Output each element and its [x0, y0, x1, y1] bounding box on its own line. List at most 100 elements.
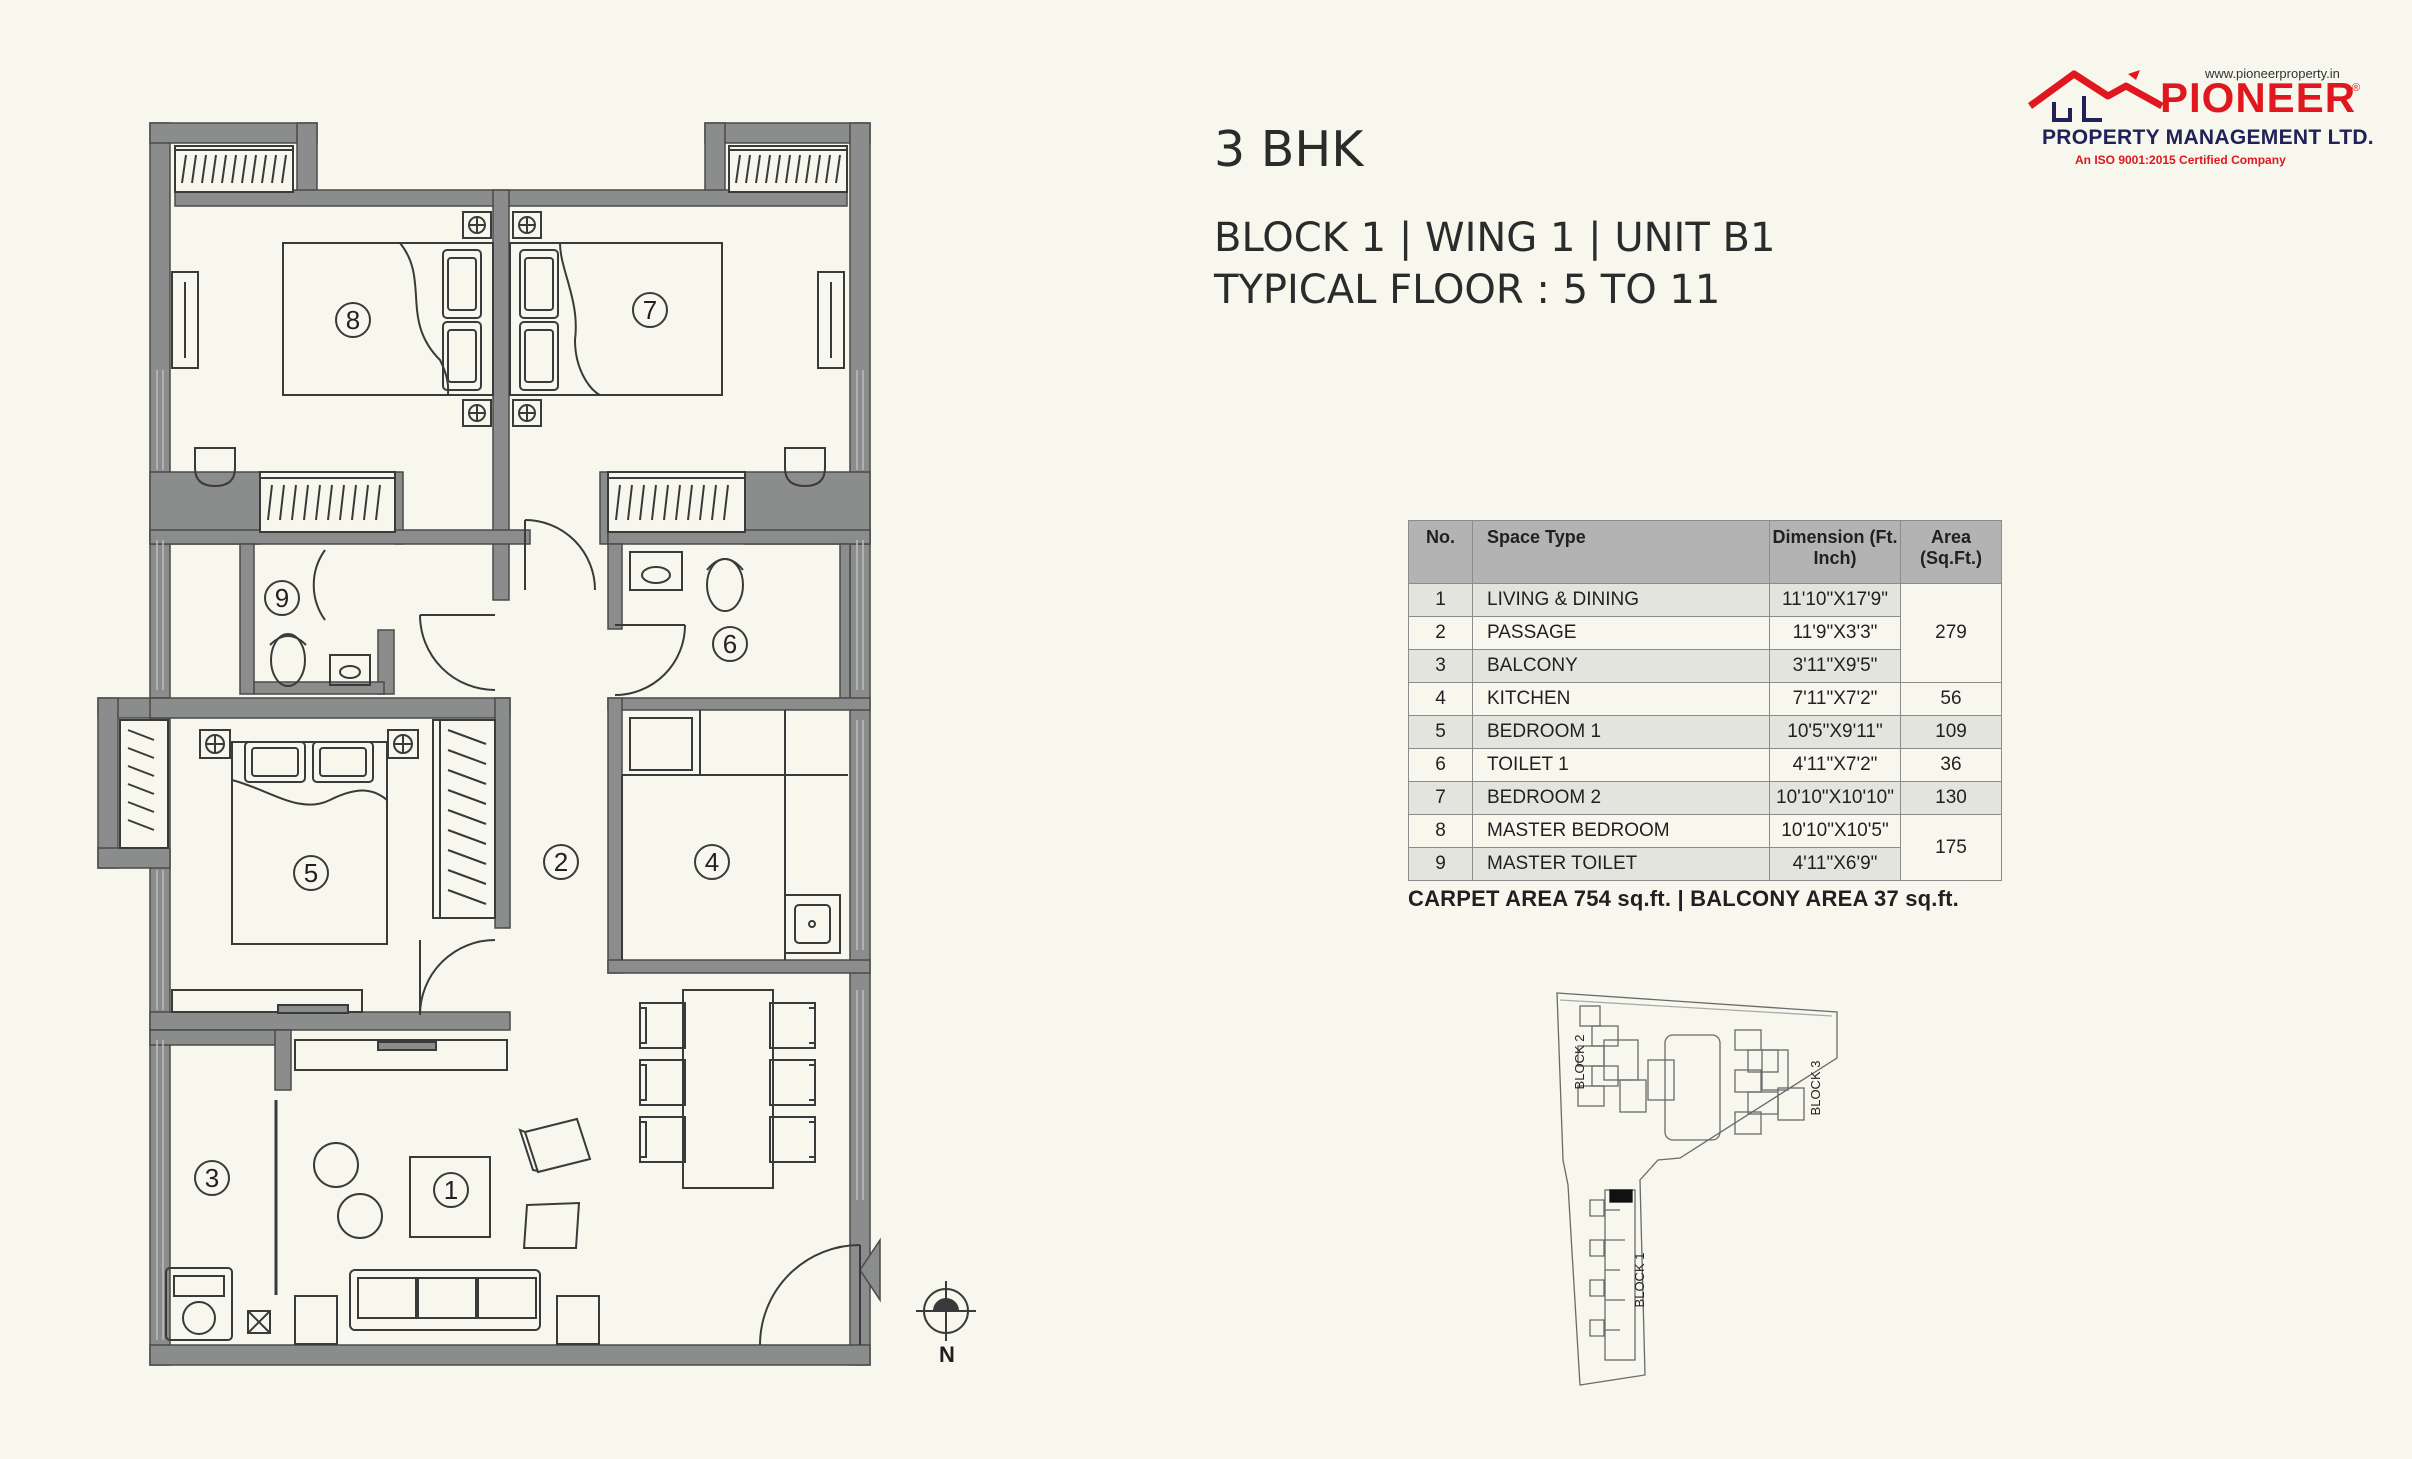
- key-plan-block3-label: BLOCK 3: [1808, 1061, 1823, 1116]
- row-space: BEDROOM 1: [1472, 715, 1770, 749]
- row-dimension: 10'5"X9'11": [1769, 715, 1901, 749]
- row-no: 2: [1408, 616, 1473, 650]
- row-space: MASTER BEDROOM: [1472, 814, 1770, 848]
- row-area: 109: [1900, 715, 2002, 749]
- row-dimension: 7'11"X7'2": [1769, 682, 1901, 716]
- row-dimension: 10'10"X10'5": [1769, 814, 1901, 848]
- row-no: 8: [1408, 814, 1473, 848]
- kitchen-fixtures: [621, 710, 848, 960]
- area-summary: CARPET AREA 754 sq.ft. | BALCONY AREA 37…: [1408, 886, 1959, 911]
- room-label-1: 1: [433, 1172, 469, 1208]
- table-row: 5 BEDROOM 1 10'5"X9'11" 109: [1408, 715, 2002, 749]
- row-space: MASTER TOILET: [1472, 847, 1770, 881]
- master-toilet-fixtures: [269, 549, 371, 687]
- row-space: LIVING & DINING: [1472, 583, 1770, 617]
- svg-text:6: 6: [723, 629, 737, 659]
- bedside-lamps-8: [462, 211, 492, 427]
- row-no: 7: [1408, 781, 1473, 815]
- row-space: PASSAGE: [1472, 616, 1770, 650]
- svg-text:1: 1: [444, 1175, 458, 1205]
- key-plan-block2-label: BLOCK 2: [1572, 1035, 1587, 1090]
- area-table: No. Space Type Dimension (Ft. Inch) Area…: [1408, 520, 2002, 881]
- room-label-3: 3: [194, 1160, 230, 1196]
- header-space-type: Space Type: [1472, 520, 1770, 584]
- bedroom2-bed: [509, 242, 723, 396]
- row-dimension: 10'10"X10'10": [1769, 781, 1901, 815]
- row-dimension: 3'11"X9'5": [1769, 649, 1901, 683]
- row-area: 279: [1900, 583, 2002, 683]
- dining-set: [639, 989, 816, 1189]
- row-no: 1: [1408, 583, 1473, 617]
- logo-wordmark: PIONEER: [2160, 74, 2357, 121]
- logo-url: www.pioneerproperty.in: [2205, 66, 2340, 81]
- row-dimension: 11'9"X3'3": [1769, 616, 1901, 650]
- company-logo: www.pioneerproperty.in PIONEER ® PROPERT…: [2020, 60, 2380, 170]
- room-label-9: 9: [264, 580, 300, 616]
- table-row: 7 BEDROOM 2 10'10"X10'10" 130: [1408, 781, 2002, 815]
- svg-text:5: 5: [304, 858, 318, 888]
- svg-text:4: 4: [705, 847, 719, 877]
- key-plan-block1-label: BLOCK 1: [1632, 1253, 1647, 1308]
- room-label-4: 4: [694, 844, 730, 880]
- room-number-labels: 1 2 3 4 5 6 7 8 9: [194, 292, 748, 1208]
- table-row: 4 KITCHEN 7'11"X7'2" 56: [1408, 682, 2002, 716]
- svg-text:3: 3: [205, 1163, 219, 1193]
- wardrobe-top-right: [728, 145, 848, 193]
- row-space: BALCONY: [1472, 649, 1770, 683]
- header-no: No.: [1408, 520, 1473, 584]
- row-space: TOILET 1: [1472, 748, 1770, 782]
- row-no: 3: [1408, 649, 1473, 683]
- room-label-8: 8: [335, 302, 371, 338]
- row-dimension: 4'11"X7'2": [1769, 748, 1901, 782]
- table-row: 6 TOILET 1 4'11"X7'2" 36: [1408, 748, 2002, 782]
- table-header-row: No. Space Type Dimension (Ft. Inch) Area…: [1408, 520, 2002, 584]
- row-area: 175: [1900, 814, 2002, 881]
- table-row: 2 PASSAGE 11'9"X3'3": [1408, 616, 2002, 650]
- svg-text:7: 7: [643, 295, 657, 325]
- room-label-7: 7: [632, 292, 668, 328]
- row-dimension: 4'11"X6'9": [1769, 847, 1901, 881]
- row-area: 56: [1900, 682, 2002, 716]
- row-space: KITCHEN: [1472, 682, 1770, 716]
- location-line: BLOCK 1 | WING 1 | UNIT B1: [1214, 215, 1776, 261]
- master-bed: [282, 242, 494, 396]
- north-arrow-icon: [916, 1281, 976, 1341]
- living-furniture: [274, 1039, 861, 1346]
- room-label-2: 2: [543, 844, 579, 880]
- row-dimension: 11'10"X17'9": [1769, 583, 1901, 617]
- bedroom1-bed: [199, 729, 419, 945]
- house-logo-icon: [2027, 70, 2164, 122]
- table-row: 1 LIVING & DINING 11'10"X17'9" 279: [1408, 583, 2002, 683]
- row-no: 9: [1408, 847, 1473, 881]
- table-row: 3 BALCONY 3'11"X9'5": [1408, 649, 2002, 683]
- unit-type-title: 3 BHK: [1214, 121, 1364, 178]
- key-plan: [1556, 992, 1838, 1386]
- bedside-lamps-7: [512, 211, 542, 427]
- windows: [156, 370, 864, 1340]
- row-no: 5: [1408, 715, 1473, 749]
- logo-certification: An ISO 9001:2015 Certified Company: [2075, 153, 2286, 167]
- floor-line: TYPICAL FLOOR : 5 TO 11: [1214, 267, 1721, 313]
- room-label-5: 5: [293, 855, 329, 891]
- header-dimension: Dimension (Ft. Inch): [1769, 520, 1901, 584]
- row-area: 130: [1900, 781, 2002, 815]
- logo-subtitle: PROPERTY MANAGEMENT LTD.: [2042, 126, 2374, 149]
- north-label: N: [939, 1342, 955, 1367]
- logo-registered-mark: ®: [2352, 82, 2361, 94]
- room-label-6: 6: [712, 626, 748, 662]
- table-row: 9 MASTER TOILET 4'11"X6'9": [1408, 847, 2002, 881]
- svg-text:8: 8: [346, 305, 360, 335]
- balcony-fixtures: [165, 1267, 271, 1341]
- svg-text:9: 9: [275, 583, 289, 613]
- unit-title-block: 3 BHK BLOCK 1 | WING 1 | UNIT B1 TYPICAL…: [1214, 122, 1775, 316]
- row-no: 4: [1408, 682, 1473, 716]
- row-no: 6: [1408, 748, 1473, 782]
- header-area: Area (Sq.Ft.): [1900, 520, 2002, 584]
- table-row: 8 MASTER BEDROOM 10'10"X10'5" 175: [1408, 814, 2002, 881]
- svg-text:2: 2: [554, 847, 568, 877]
- row-area: 36: [1900, 748, 2002, 782]
- row-space: BEDROOM 2: [1472, 781, 1770, 815]
- toilet1-fixtures: [614, 551, 744, 696]
- wardrobe-top-left: [174, 145, 294, 193]
